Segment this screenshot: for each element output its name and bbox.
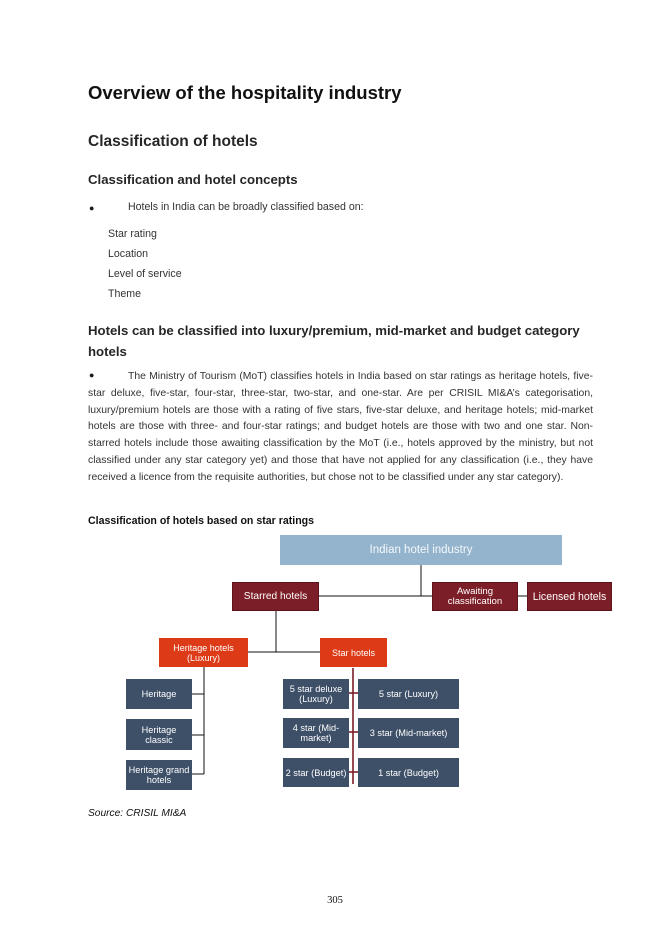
bullet-dot: ● — [89, 203, 95, 213]
list-item: Level of service — [108, 268, 182, 280]
node-4-star: 4 star (Mid-market) — [283, 718, 349, 748]
node-star-hotels: Star hotels — [320, 638, 387, 667]
bullet-text: Hotels in India can be broadly classifie… — [128, 201, 364, 213]
bullet-dot: ● — [89, 370, 95, 380]
node-1-star: 1 star (Budget) — [358, 758, 459, 787]
list-item: Star rating — [108, 228, 157, 240]
section-title: Classification of hotels — [88, 133, 258, 150]
node-awaiting-classification: Awaiting classification — [432, 582, 518, 611]
node-heritage-grand-hotels: Heritage grand hotels — [126, 760, 192, 790]
subsection-title-categories: Hotels can be classified into luxury/pre… — [88, 323, 580, 359]
node-starred-hotels: Starred hotels — [232, 582, 319, 611]
node-licensed-hotels: Licensed hotels — [527, 582, 612, 611]
node-heritage-hotels-luxury: Heritage hotels (Luxury) — [159, 638, 248, 667]
page-number: 305 — [327, 895, 343, 906]
list-item: Location — [108, 248, 149, 260]
node-3-star: 3 star (Mid-market) — [358, 718, 459, 748]
page-title: Overview of the hospitality industry — [88, 82, 402, 103]
list-item: Theme — [108, 288, 141, 300]
node-5-star-deluxe: 5 star deluxe (Luxury) — [283, 679, 349, 709]
node-2-star: 2 star (Budget) — [283, 758, 349, 787]
subsection-title-concepts: Classification and hotel concepts — [88, 172, 298, 187]
node-heritage: Heritage — [126, 679, 192, 709]
body-paragraph: The Ministry of Tourism (MoT) classifies… — [88, 371, 593, 483]
node-5-star: 5 star (Luxury) — [358, 679, 459, 709]
figure-caption: Classification of hotels based on star r… — [88, 515, 315, 527]
figure-source: Source: CRISIL MI&A — [88, 808, 187, 819]
node-heritage-classic: Heritage classic — [126, 719, 192, 750]
node-indian-hotel-industry: Indian hotel industry — [280, 535, 562, 565]
